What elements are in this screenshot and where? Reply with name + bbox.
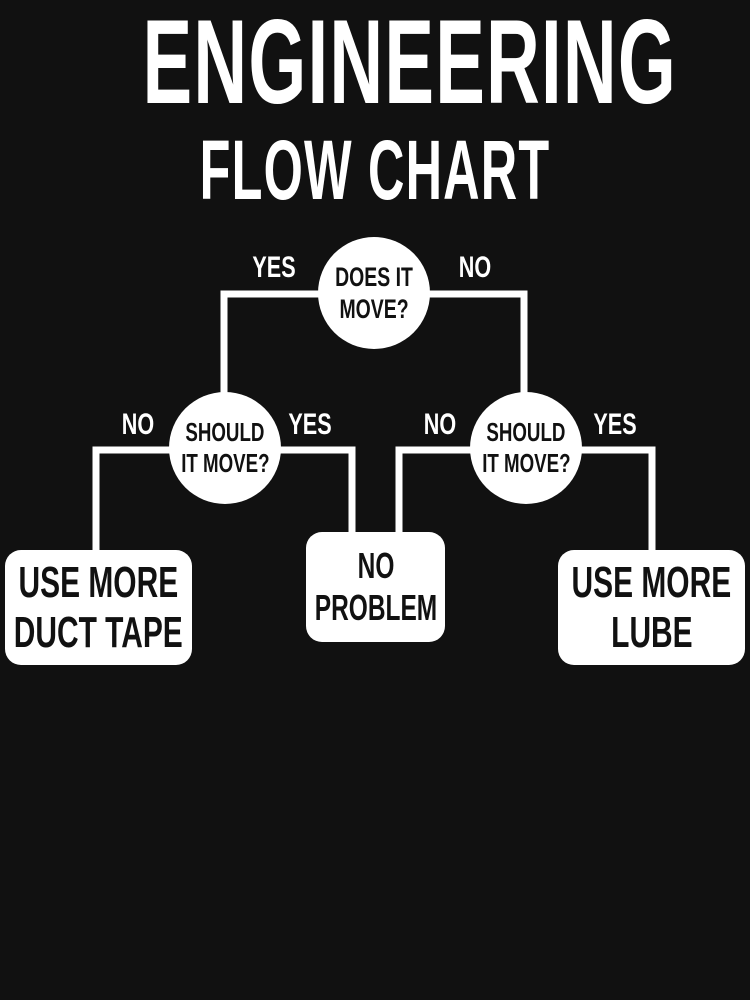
decision-text: IT MOVE?: [481, 448, 571, 478]
decision-text: IT MOVE?: [180, 448, 270, 478]
decision-text: SHOULD: [486, 416, 566, 447]
outcome-use-more-duct-tape: USE MORE DUCT TAPE: [5, 550, 192, 665]
connector-left-no: [92, 446, 176, 556]
outcome-text: USE MORE: [18, 557, 179, 607]
outcome-use-more-lube: USE MORE LUBE: [558, 550, 745, 665]
label-right-no: NO: [423, 408, 457, 441]
decision-text: MOVE?: [339, 294, 409, 324]
decision-should-it-move-left: SHOULD IT MOVE?: [169, 392, 281, 504]
label-left-yes: YES: [288, 408, 332, 441]
outcome-text: USE MORE: [571, 557, 732, 607]
decision-text: DOES IT: [335, 261, 413, 292]
decision-text: SHOULD: [185, 416, 265, 447]
label-root-yes: YES: [252, 251, 296, 284]
connector-root-no: [426, 290, 528, 399]
connector-right-no: [395, 446, 476, 537]
outcome-text: NO: [357, 545, 394, 586]
outcome-text: DUCT TAPE: [14, 607, 184, 657]
decision-does-it-move: DOES IT MOVE?: [318, 237, 430, 349]
page-title: ENGINEERING: [142, 0, 678, 129]
decision-should-it-move-right: SHOULD IT MOVE?: [470, 392, 582, 504]
connector-root-yes: [220, 290, 324, 399]
outcome-no-problem: NO PROBLEM: [306, 532, 445, 642]
connector-left-yes: [272, 446, 356, 537]
label-root-no: NO: [458, 251, 492, 284]
page-subtitle: FLOW CHART: [199, 123, 551, 217]
label-right-yes: YES: [593, 408, 637, 441]
connector-right-yes: [574, 446, 656, 556]
outcome-text: PROBLEM: [314, 587, 437, 628]
label-left-no: NO: [121, 408, 155, 441]
outcome-text: LUBE: [610, 607, 693, 657]
